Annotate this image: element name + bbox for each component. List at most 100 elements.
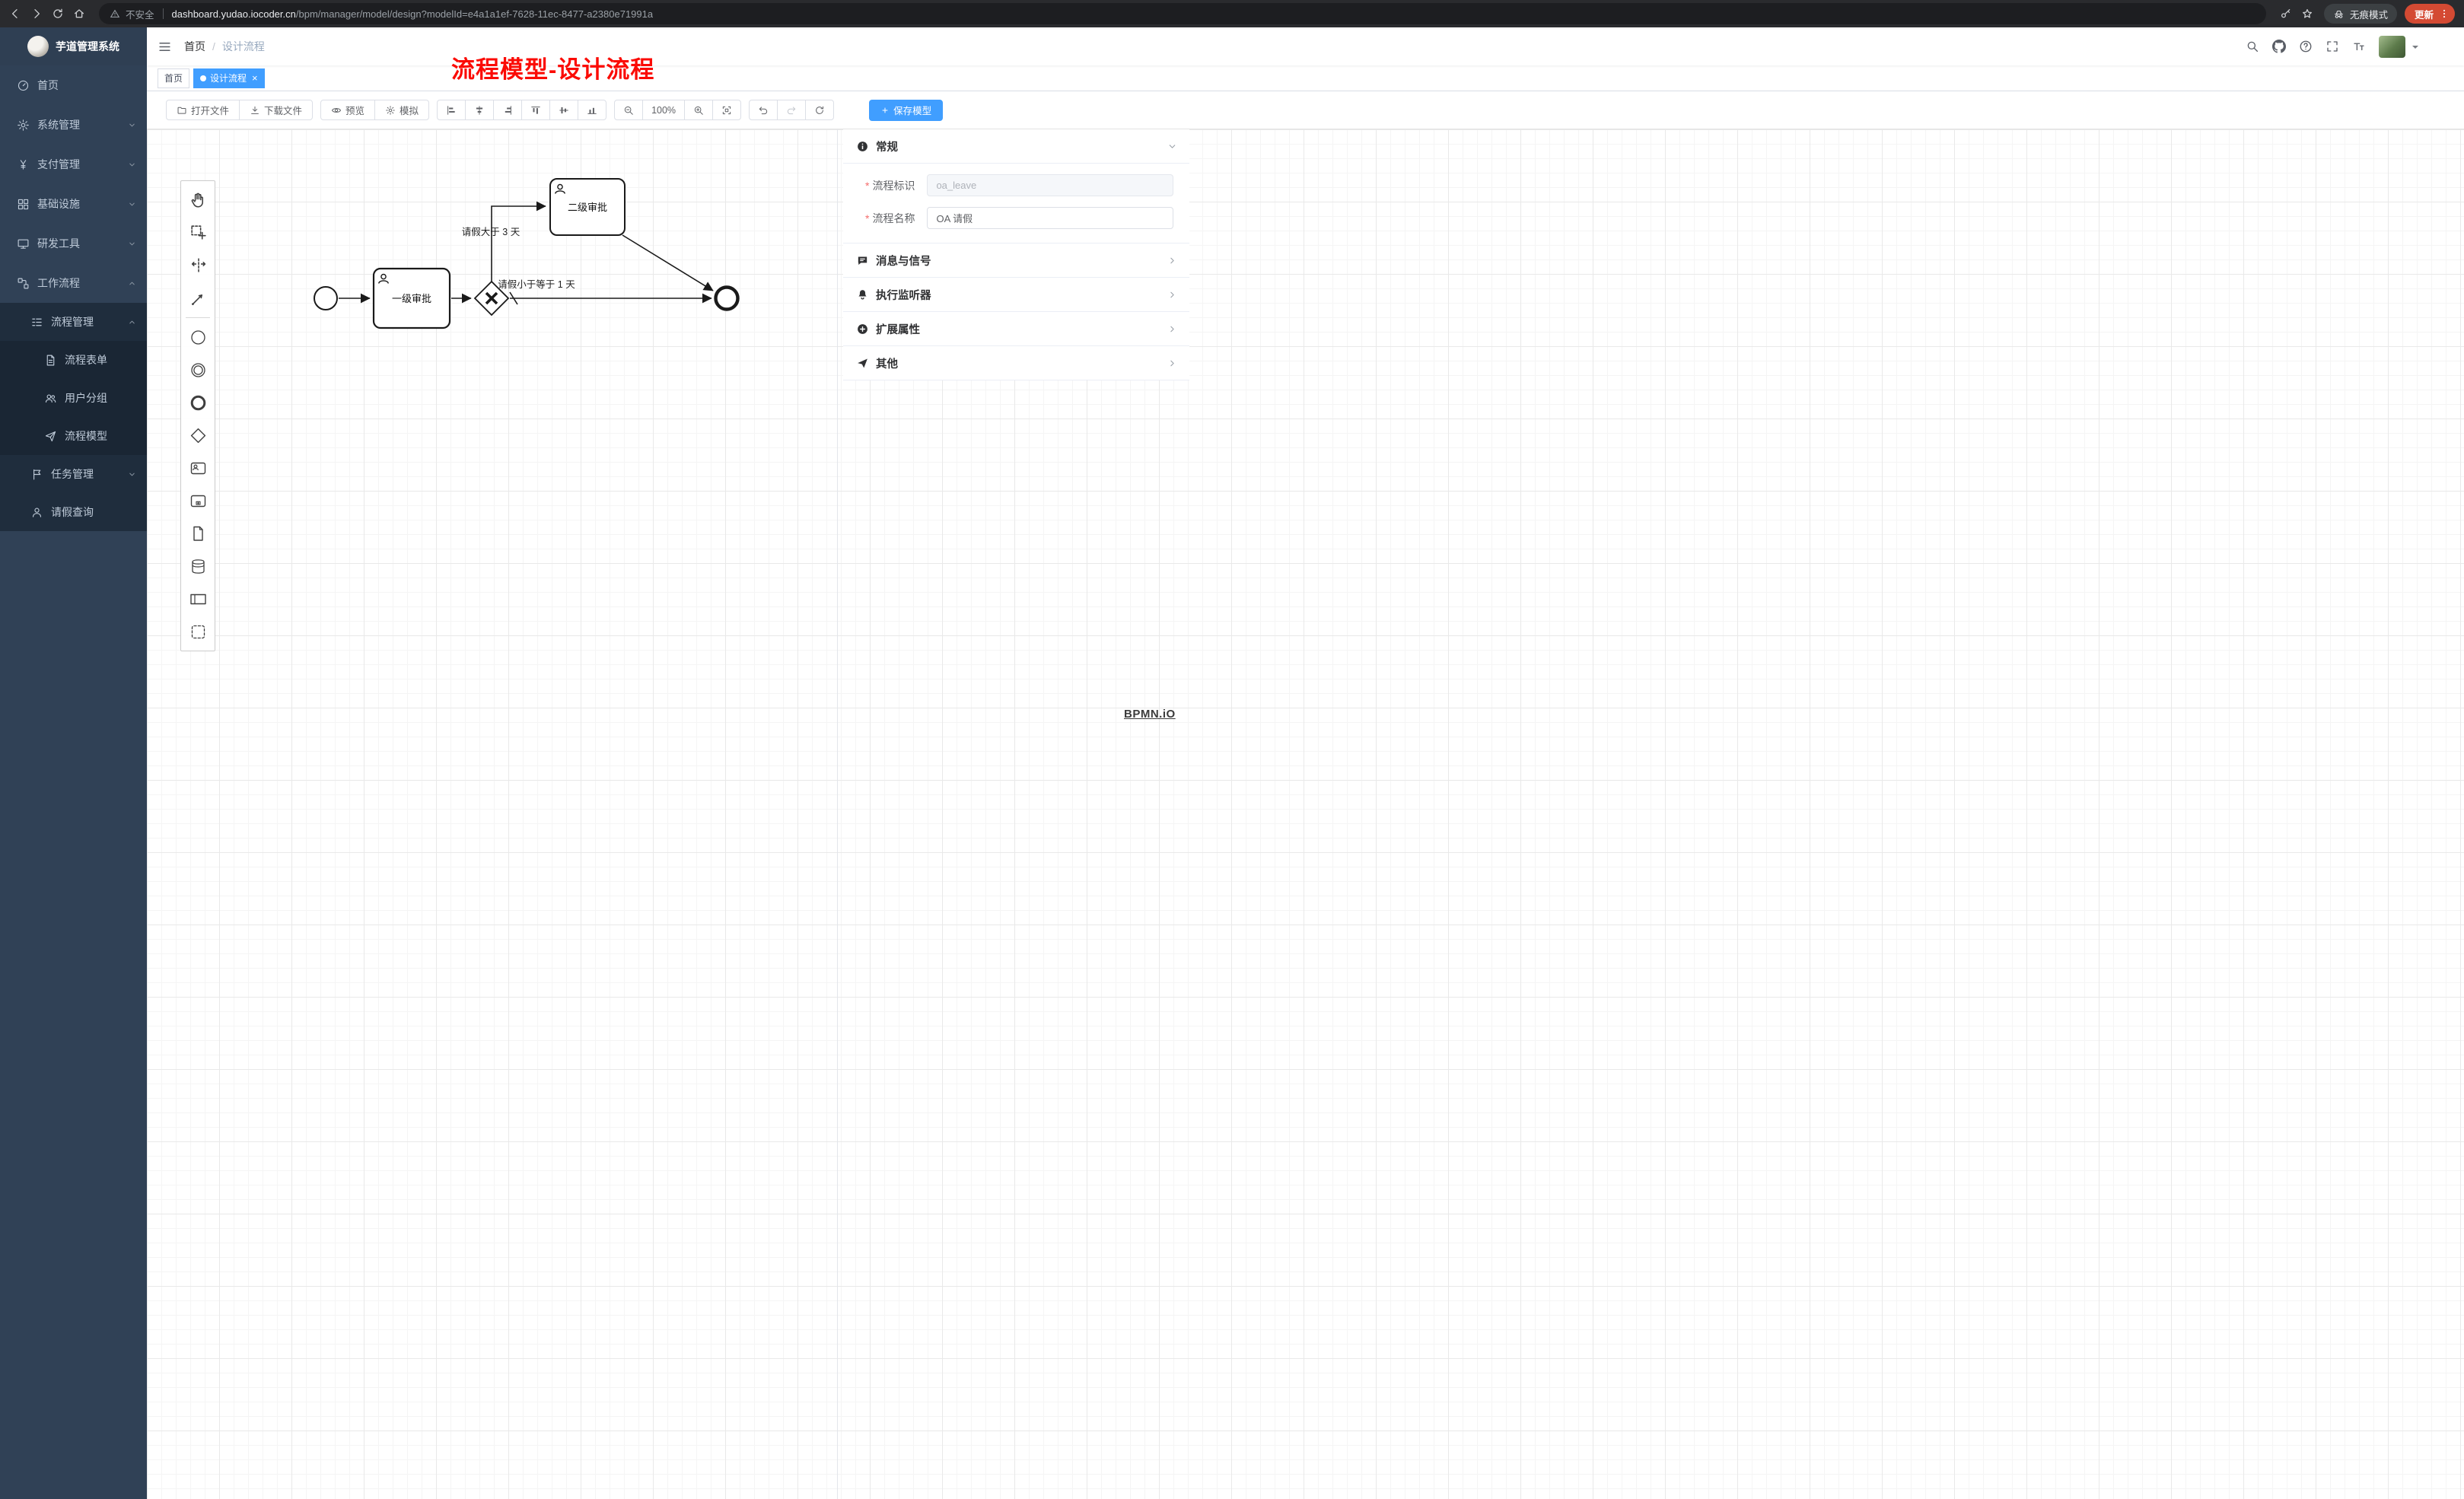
avatar-caret-icon[interactable]	[2412, 45, 2418, 52]
sidebar-item-leave-query[interactable]: 请假查询	[0, 493, 147, 531]
sidebar-item-user-group[interactable]: 用户分组	[0, 379, 147, 417]
zoom-in-button[interactable]	[684, 100, 714, 120]
sidebar-item-label: 任务管理	[51, 468, 94, 480]
restart-button[interactable]	[805, 100, 835, 120]
header-search-button[interactable]	[2246, 40, 2259, 53]
undo-button[interactable]	[749, 100, 778, 120]
sidebar-collapse-button[interactable]	[158, 40, 172, 54]
question-icon	[2300, 40, 2312, 53]
github-link[interactable]	[2272, 40, 2286, 53]
chrome-update-button[interactable]: 更新	[2404, 4, 2455, 24]
security-label: 不安全	[126, 9, 154, 21]
sidebar-item-label: 系统管理	[37, 119, 80, 131]
font-size-button[interactable]	[2352, 40, 2366, 53]
bpmn-end-event[interactable]	[714, 285, 740, 311]
preview-button[interactable]: 预览	[320, 100, 376, 120]
properties-panel: 常规 * 流程标识 * 流程名称 消息与信号	[843, 129, 1189, 380]
palette-hand-tool[interactable]	[181, 183, 215, 216]
sidebar-item-process-model[interactable]: 流程模型	[0, 417, 147, 455]
open-file-button[interactable]: 打开文件	[166, 100, 240, 120]
flow-gateway-to-task2[interactable]	[491, 201, 546, 282]
palette-create-start-event[interactable]	[181, 321, 215, 354]
browser-reload-button[interactable]	[47, 3, 68, 24]
download-file-button[interactable]: 下载文件	[239, 100, 314, 120]
user-avatar[interactable]	[2379, 35, 2405, 58]
panel-section-extended-properties[interactable]: 扩展属性	[843, 312, 1189, 346]
tab-label: 设计流程	[210, 73, 247, 84]
tags-view-bar: 首页 设计流程 ×	[147, 65, 2464, 91]
fullscreen-button[interactable]	[2326, 40, 2339, 53]
panel-section-other[interactable]: 其他	[843, 346, 1189, 380]
align-right-button[interactable]	[493, 100, 523, 120]
sidebar-item-infrastructure[interactable]: 基础设施	[0, 184, 147, 224]
tab-close-icon[interactable]: ×	[252, 72, 258, 84]
bpmn-canvas-area[interactable]: 一级审批 二级审批 请假大于 3 天	[147, 129, 2464, 1499]
align-center-button[interactable]	[465, 100, 495, 120]
zoom-level-button[interactable]: 100%	[642, 100, 686, 120]
plus-icon	[882, 107, 888, 113]
active-dot	[200, 75, 207, 81]
sidebar-item-process-form[interactable]: 流程表单	[0, 341, 147, 379]
palette-create-gateway[interactable]	[181, 419, 215, 452]
palette-create-participant[interactable]	[181, 583, 215, 616]
browser-home-button[interactable]	[68, 3, 90, 24]
app-logo[interactable]: 芋道管理系统	[0, 27, 147, 65]
palette-create-intermediate-event[interactable]	[181, 354, 215, 387]
kebab-menu-icon[interactable]	[2439, 8, 2450, 19]
tab-design-process[interactable]: 设计流程 ×	[193, 68, 265, 88]
palette-global-connect-tool[interactable]	[181, 282, 215, 314]
panel-section-execution-listener[interactable]: 执行监听器	[843, 278, 1189, 312]
zoom-level-value: 100%	[651, 104, 676, 116]
gear-icon	[386, 105, 395, 115]
redo-button[interactable]	[777, 100, 807, 120]
section-title: 常规	[876, 141, 898, 154]
sidebar-item-system[interactable]: 系统管理	[0, 105, 147, 145]
header-actions	[2246, 35, 2418, 58]
bookmark-star-button[interactable]	[2297, 3, 2318, 24]
bpmn-io-watermark[interactable]: BPMN.iO	[1124, 708, 1176, 721]
sidebar-item-home[interactable]: 首页	[0, 65, 147, 105]
bpmn-task-second-approval[interactable]: 二级审批	[549, 178, 626, 236]
process-name-input[interactable]	[927, 207, 1173, 229]
paper-plane-icon	[858, 358, 867, 368]
sidebar-item-dev-tools[interactable]: 研发工具	[0, 224, 147, 263]
palette-create-user-task[interactable]	[181, 452, 215, 485]
align-top-button[interactable]	[521, 100, 551, 120]
breadcrumb-home[interactable]: 首页	[184, 40, 205, 53]
panel-section-message-signal[interactable]: 消息与信号	[843, 243, 1189, 278]
bpmn-task-first-approval[interactable]: 一级审批	[372, 267, 451, 329]
palette-lasso-tool[interactable]	[181, 216, 215, 249]
browser-back-button[interactable]	[5, 3, 26, 24]
annotation-text: 流程模型-设计流程	[451, 56, 655, 83]
palette-space-tool[interactable]	[181, 249, 215, 282]
process-key-input[interactable]	[927, 174, 1173, 196]
palette-create-subprocess[interactable]	[181, 485, 215, 517]
browser-forward-button[interactable]	[26, 3, 47, 24]
help-button[interactable]	[2299, 40, 2313, 53]
address-bar[interactable]: 不安全 dashboard.yudao.iocoder.cn/bpm/manag…	[99, 3, 2266, 24]
align-left-button[interactable]	[437, 100, 466, 120]
bpmn-diagram[interactable]: 一级审批 二级审批 请假大于 3 天	[147, 129, 1232, 750]
tab-home[interactable]: 首页	[158, 68, 190, 88]
save-model-button[interactable]: 保存模型	[869, 99, 944, 121]
password-key-button[interactable]	[2275, 3, 2297, 24]
flow-task2-to-end[interactable]	[622, 234, 714, 291]
align-bottom-button[interactable]	[578, 100, 607, 120]
panel-section-general[interactable]: 常规	[843, 129, 1189, 164]
align-middle-button[interactable]	[549, 100, 579, 120]
zoom-reset-button[interactable]	[712, 100, 742, 120]
sidebar-item-process-mgmt[interactable]: 流程管理	[0, 303, 147, 341]
palette-create-end-event[interactable]	[181, 387, 215, 419]
sidebar-item-payment[interactable]: 支付管理	[0, 145, 147, 184]
bpmn-start-event[interactable]	[314, 286, 338, 310]
palette-create-data-object[interactable]	[181, 517, 215, 550]
breadcrumb-current: 设计流程	[221, 40, 265, 53]
zoom-out-button[interactable]	[614, 100, 644, 120]
simulate-button[interactable]: 模拟	[374, 100, 430, 120]
palette-create-data-store[interactable]	[181, 550, 215, 583]
sidebar-item-workflow[interactable]: 工作流程	[0, 263, 147, 303]
bpmn-exclusive-gateway[interactable]	[473, 280, 510, 317]
sidebar-item-task-mgmt[interactable]: 任务管理	[0, 455, 147, 493]
reload-icon	[53, 8, 62, 18]
palette-create-group[interactable]	[181, 616, 215, 648]
